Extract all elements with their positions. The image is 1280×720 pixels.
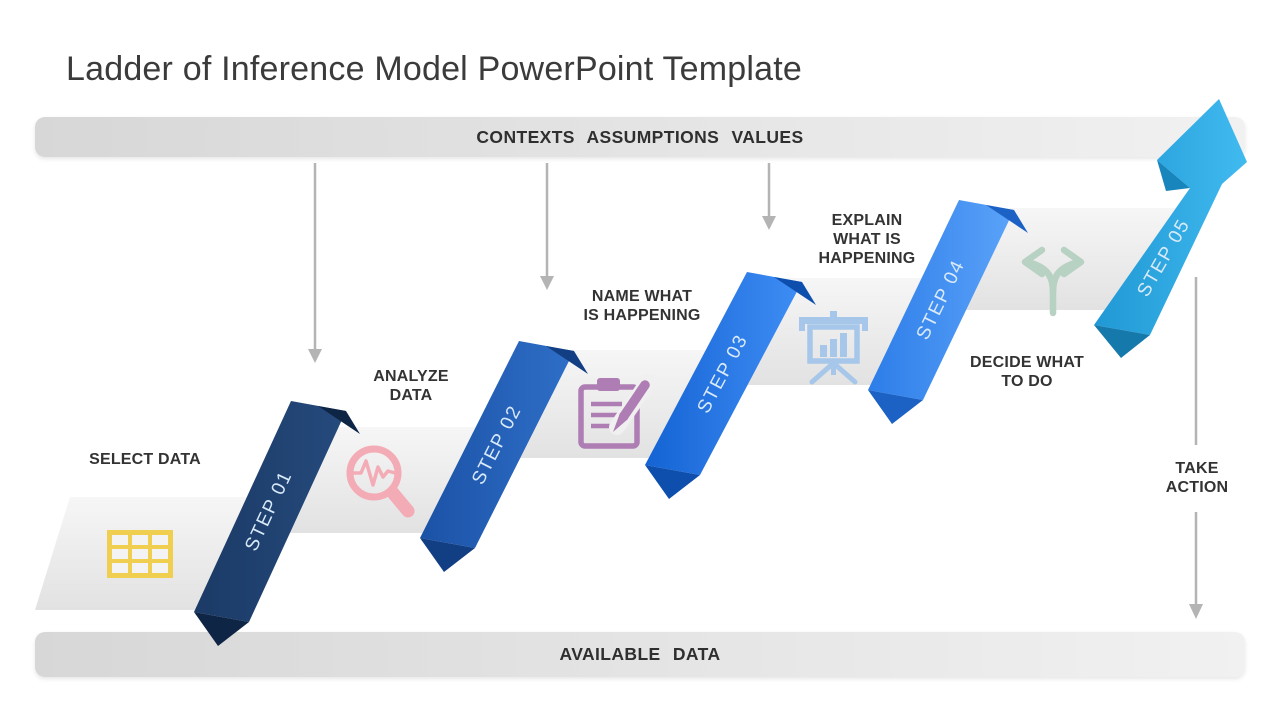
- take-action-label: TAKE ACTION: [1137, 459, 1257, 497]
- contexts-bar-label: CONTEXTS ASSUMPTIONS VALUES: [476, 126, 804, 147]
- step-4-label-line: HAPPENING: [818, 250, 916, 267]
- step-5-label-line: DECIDE WHAT: [970, 354, 1084, 371]
- available-data-bar: AVAILABLE DATA: [35, 632, 1245, 677]
- take-action-label-line: ACTION: [1165, 479, 1229, 496]
- step-3-label: NAME WHAT IS HAPPENING: [552, 287, 732, 325]
- step-1-label-line: SELECT DATA: [89, 451, 201, 468]
- step-2-label-line: DATA: [389, 387, 433, 404]
- step-5-label-line: TO DO: [1001, 373, 1053, 390]
- step-4-label-line: WHAT IS: [833, 231, 901, 248]
- contexts-assumptions-values-bar: CONTEXTS ASSUMPTIONS VALUES: [35, 117, 1245, 157]
- page-title: Ladder of Inference Model PowerPoint Tem…: [66, 50, 803, 88]
- down-arrow-3: [762, 163, 776, 230]
- take-action-label-line: TAKE: [1175, 460, 1219, 477]
- presentation-chart-icon: [799, 311, 868, 385]
- table-grid-icon: [107, 530, 173, 578]
- step-2-label: ANALYZE DATA: [331, 367, 491, 405]
- step-4-label: EXPLAIN WHAT IS HAPPENING: [787, 211, 947, 268]
- step-4-label-line: EXPLAIN: [831, 212, 903, 229]
- magnifier-pulse-icon: [346, 445, 415, 518]
- clipboard-pencil-icon: [578, 374, 656, 449]
- available-data-label: AVAILABLE DATA: [559, 644, 721, 664]
- step-3-label-line: NAME WHAT: [591, 288, 693, 305]
- down-arrow-2: [540, 163, 554, 290]
- step-5-label: DECIDE WHAT TO DO: [937, 353, 1117, 391]
- step-2-label-line: ANALYZE: [373, 368, 449, 385]
- branching-arrows-icon: [1021, 246, 1085, 317]
- take-action-down-arrow: [1189, 512, 1203, 619]
- step-3-label-line: IS HAPPENING: [583, 307, 701, 324]
- down-arrow-1: [308, 163, 322, 363]
- step-1-label: SELECT DATA: [55, 450, 235, 469]
- guide-arrows: [308, 163, 1203, 619]
